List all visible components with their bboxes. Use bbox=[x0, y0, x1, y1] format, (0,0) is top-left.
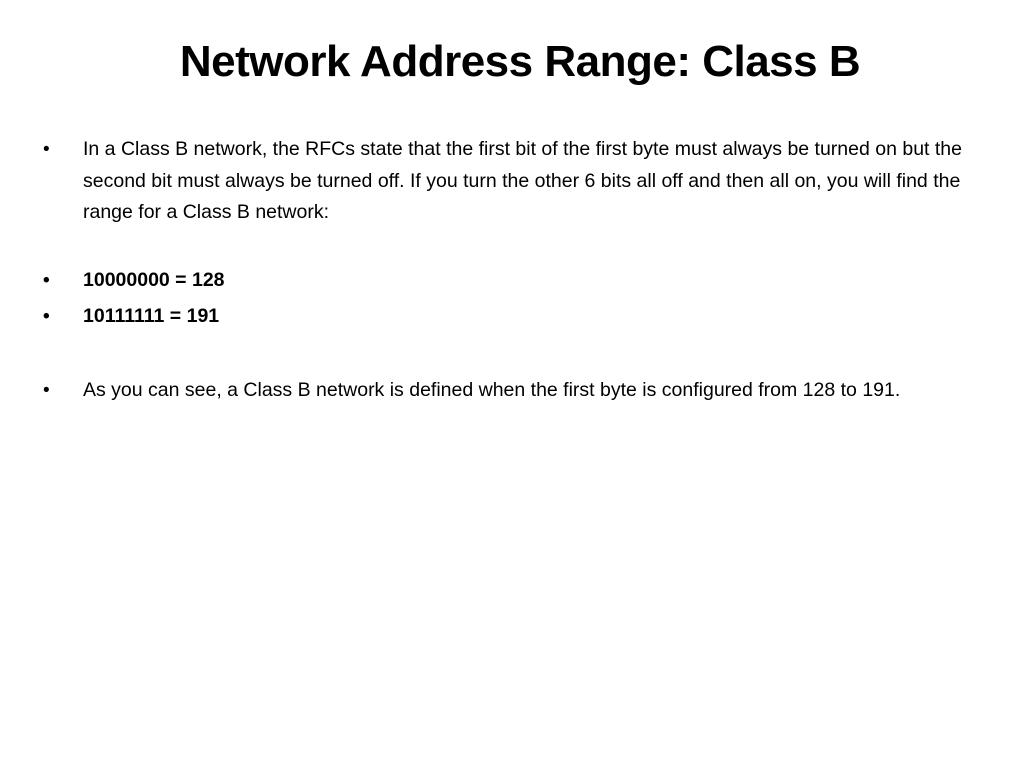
bullet-text: 10000000 = 128 bbox=[83, 268, 225, 291]
bullet-text: In a Class B network, the RFCs state tha… bbox=[83, 138, 962, 223]
bullet-text: As you can see, a Class B network is def… bbox=[83, 378, 901, 401]
bullet-list: • In a Class B network, the RFCs state t… bbox=[40, 134, 970, 406]
bullet-dot-icon: • bbox=[43, 139, 50, 160]
bullet-item-conclusion: • As you can see, a Class B network is d… bbox=[40, 375, 970, 407]
bullet-text: 10111111 = 191 bbox=[83, 305, 220, 327]
bullet-dot-icon: • bbox=[43, 379, 50, 401]
bullet-dot-icon: • bbox=[43, 306, 50, 327]
bullet-item-binary-max: • 10111111 = 191 bbox=[40, 301, 970, 333]
bullet-item-rfc-rule: • In a Class B network, the RFCs state t… bbox=[40, 134, 970, 229]
slide-title: Network Address Range: Class B bbox=[179, 37, 861, 86]
bullet-dot-icon: • bbox=[43, 269, 50, 291]
bullet-item-binary-min: • 10000000 = 128 bbox=[40, 265, 970, 297]
